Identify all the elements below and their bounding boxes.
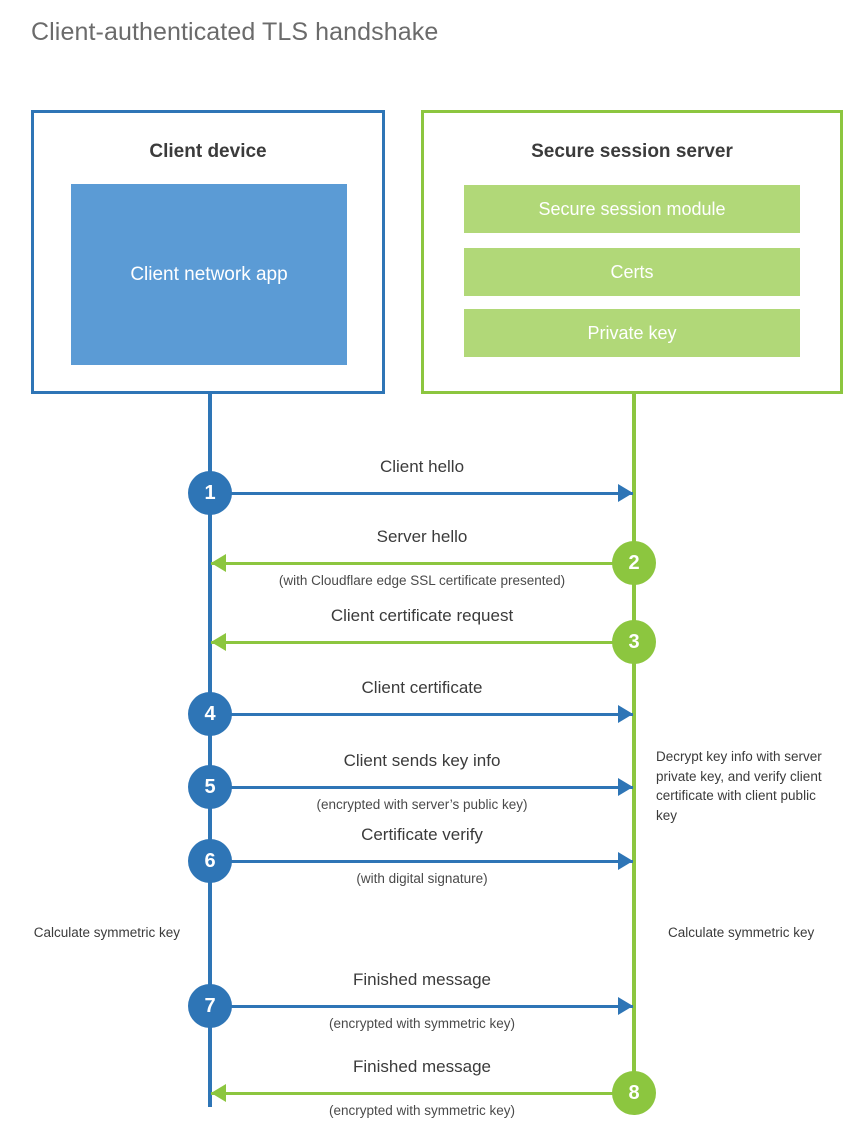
client-device-box: Client device Client network app <box>31 110 385 394</box>
step-8-sublabel: (encrypted with symmetric key) <box>328 1103 516 1118</box>
client-lifeline <box>208 394 212 1107</box>
note-calculate-symmetric-key-server: Calculate symmetric key <box>668 925 815 940</box>
note-decrypt-key-info: Decrypt key info with server private key… <box>656 749 822 823</box>
step-8-label: Finished message <box>353 1057 491 1076</box>
step-badge-8[interactable]: 8 <box>612 1071 656 1115</box>
secure-session-server-box: Secure session server Secure session mod… <box>421 110 843 394</box>
step-2-sublabel: (with Cloudflare edge SSL certificate pr… <box>278 573 566 588</box>
client-network-app-block: Client network app <box>71 184 347 365</box>
step-8-arrowhead <box>211 1084 226 1102</box>
step-2-label: Server hello <box>376 527 468 546</box>
step-8-arrow-line <box>211 1092 633 1095</box>
step-6-label: Certificate verify <box>361 825 483 844</box>
step-badge-6[interactable]: 6 <box>188 839 232 883</box>
note-calculate-symmetric-key-client: Calculate symmetric key <box>33 925 180 940</box>
step-7-sublabel: (encrypted with symmetric key) <box>328 1016 516 1031</box>
step-7-arrowhead <box>618 997 633 1015</box>
step-badge-1[interactable]: 1 <box>188 471 232 515</box>
step-6-arrowhead <box>618 852 633 870</box>
step-1-arrowhead <box>618 484 633 502</box>
step-1-arrow-line <box>211 492 633 495</box>
step-2-arrow-line <box>211 562 633 565</box>
step-3-arrowhead <box>211 633 226 651</box>
server-module-private-key: Private key <box>464 309 800 357</box>
step-4-arrowhead <box>618 705 633 723</box>
step-5-sublabel: (encrypted with server’s public key) <box>316 797 528 812</box>
step-3-label: Client certificate request <box>330 606 514 625</box>
step-5-arrow-line <box>211 786 633 789</box>
secure-session-server-title: Secure session server <box>531 141 733 162</box>
step-badge-7[interactable]: 7 <box>188 984 232 1028</box>
page-title: Client-authenticated TLS handshake <box>31 18 439 46</box>
step-badge-2[interactable]: 2 <box>612 541 656 585</box>
server-module-certs: Certs <box>464 248 800 296</box>
client-device-title: Client device <box>149 141 267 162</box>
step-6-arrow-line <box>211 860 633 863</box>
step-7-arrow-line <box>211 1005 633 1008</box>
step-badge-4[interactable]: 4 <box>188 692 232 736</box>
step-7-label: Finished message <box>353 970 491 989</box>
server-lifeline <box>632 394 636 1094</box>
step-5-label: Client sends key info <box>343 751 501 770</box>
step-3-arrow-line <box>211 641 633 644</box>
step-6-sublabel: (with digital signature) <box>356 871 488 886</box>
step-5-arrowhead <box>618 778 633 796</box>
step-badge-3[interactable]: 3 <box>612 620 656 664</box>
step-4-arrow-line <box>211 713 633 716</box>
step-4-label: Client certificate <box>361 678 483 697</box>
step-1-label: Client hello <box>379 457 465 476</box>
step-2-arrowhead <box>211 554 226 572</box>
step-badge-5[interactable]: 5 <box>188 765 232 809</box>
server-module-secure-session-module: Secure session module <box>464 185 800 233</box>
